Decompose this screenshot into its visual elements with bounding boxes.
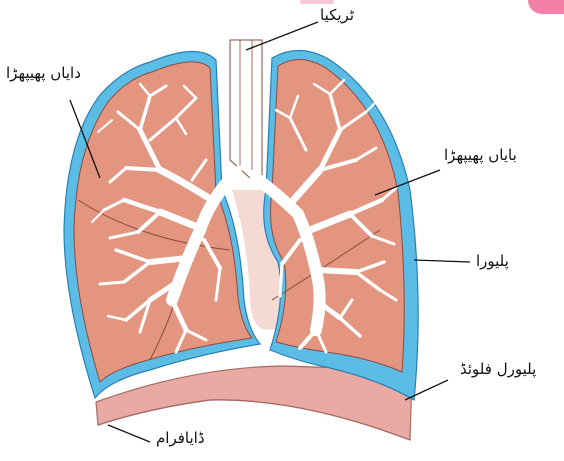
label-diaphragm: ڈایافرام (156, 431, 205, 446)
label-pleura: پلیورا (476, 254, 509, 269)
pointer-diaphragm (108, 425, 150, 442)
label-pleural-fluid: پلیورل فلوئڈ (460, 362, 536, 377)
pointer-pleura (414, 260, 470, 262)
label-trachea: ٹریکیا (320, 8, 354, 23)
trachea-tube (230, 40, 262, 178)
pointer-trachea (246, 22, 318, 50)
label-left-lung: بایاں پھیپھڑا (444, 148, 517, 163)
label-right-lung: دایاں پھیپھڑا (6, 66, 81, 81)
